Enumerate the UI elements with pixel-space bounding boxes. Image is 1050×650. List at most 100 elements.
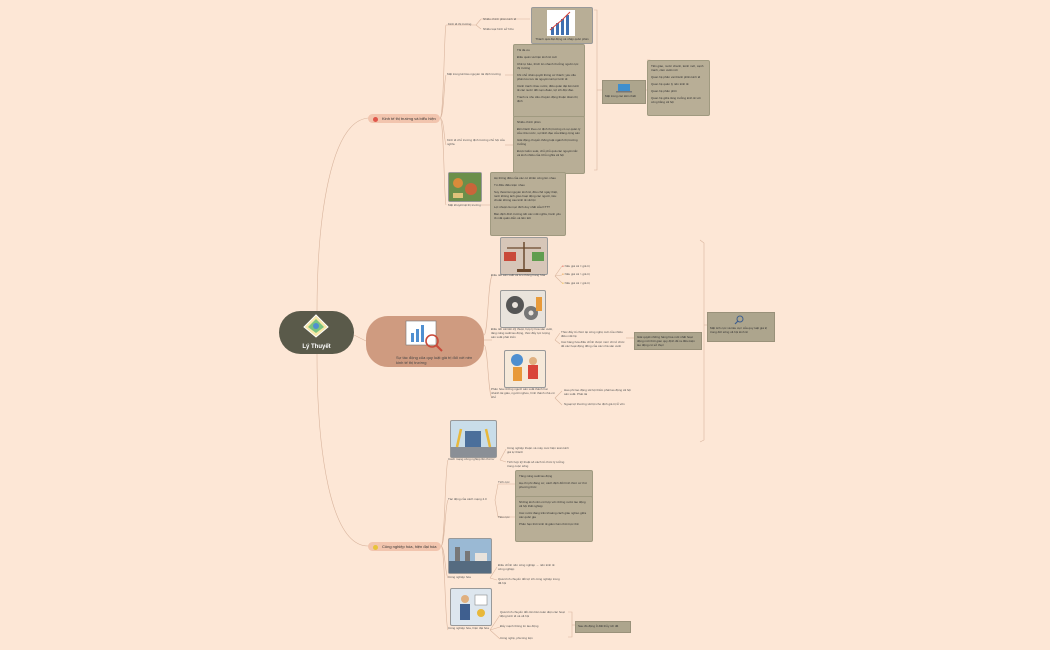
right-item: Tiền giáo, nước chanh, kênh mới, cạnh tr… xyxy=(651,64,704,72)
right-box-b1-list: Tiền giáo, nước chanh, kênh mới, cạnh tr… xyxy=(647,60,710,116)
impact-label: Tác động của cách mạng 4.0 xyxy=(448,497,487,501)
price-item-less: ● Nếu giá cả < giá trị xyxy=(562,281,590,285)
roles-item: Cảnh tranh nhau nước, điều quản đạt liên… xyxy=(517,84,580,92)
market-stall-icon xyxy=(449,173,481,201)
defects-box: Hệ thống điều của các cơ khiến công lên … xyxy=(490,172,566,236)
tech-item: Thúc đẩy tổ chức lại công nghệ mới của n… xyxy=(561,330,623,338)
chart-caption: Thành quả đạt động và nhập quốc phân xyxy=(535,37,589,41)
modern-item: Đẩy mạnh thông tin lao động xyxy=(500,624,539,628)
industry-label: Công nghiệp hóa xyxy=(448,575,471,579)
analysis-board-icon xyxy=(405,320,443,352)
laptop-icon xyxy=(616,84,632,93)
growth-chart-icon xyxy=(547,10,575,36)
industry-item: Điều chỉnh nền công nghiệp → nền kinh tế… xyxy=(498,563,555,571)
price-label: Điều tiết sản xuất và lưu thông hàng hóa xyxy=(491,273,546,277)
laws-label: Kinh tế chủ trương định trường chủ hội c… xyxy=(447,138,505,146)
laws-box: Nhiều chính phân Đến hành theo cơ định t… xyxy=(513,116,585,174)
people-globe-icon xyxy=(511,354,538,381)
concept-item: Nhiều chính phân kinh tế xyxy=(483,17,517,21)
gears-worker-icon xyxy=(506,296,542,320)
positive-box: Tăng năng suất lao động Hạ chi phí đáng … xyxy=(515,470,593,500)
businessman-icon xyxy=(460,594,488,620)
modern-note: Sau đó động ở đất thủy ích đề xyxy=(575,621,631,633)
root-title: Lý Thuyết xyxy=(302,344,331,350)
right-item: Quan hệ giữa tăng trưởng kinh tế với côn… xyxy=(651,96,701,104)
factory-icon xyxy=(449,547,491,573)
roles-item: Tranh ra nhu cầu chuyên động thuận đoàn … xyxy=(517,95,578,103)
branch-market-economy[interactable]: Kinh tế thị trường và biểu hiện xyxy=(368,114,440,123)
concept-item: Nhiều loại hình sở hữu xyxy=(483,27,514,31)
right-box-b1-label: Mặt trong các kiến thiết xyxy=(605,94,637,98)
defects-item: Lợi nhuận là mục đích duy nhất của KTTT xyxy=(494,205,550,209)
revolution-item: Công nghiệp thuận và máy móc hiện toàn k… xyxy=(507,446,569,454)
diff-item: Hao phí lao động xã hội thẩm phải lao độ… xyxy=(564,388,631,396)
right-item: Quan hệ phân phối xyxy=(651,89,677,93)
factory-image xyxy=(448,538,492,574)
right-box-b2[interactable]: Mặt tích cực và tiêu cực của quy luật gi… xyxy=(707,312,775,342)
right-item: Quan hệ phân vai thành phần kinh tế xyxy=(651,75,701,79)
branch-value-law[interactable]: Sự tác động của quy luật giá trị đối với… xyxy=(366,316,484,367)
branch-title: Sự tác động của quy luật giá trị đối với… xyxy=(396,355,473,365)
positive-label: Tích cực xyxy=(498,480,510,484)
laws-item: Nhiều chính phân xyxy=(517,120,541,124)
branch-title: Công nghiệp hóa, hiện đại hóa xyxy=(382,544,437,549)
tech-note: Giải quyết những hàng hóa mới nhất hoạt … xyxy=(634,332,702,350)
roles-label: Mặt trong kế bảo nguyên tài định trường xyxy=(447,72,501,76)
price-item-text: Nếu giá cả < giá trị xyxy=(564,281,590,285)
diff-label: Phân hóa những người sản xuất thành hai … xyxy=(491,387,555,399)
price-item-text: Nếu giá cả = giá trị xyxy=(564,264,590,268)
tech-label: Điều tiết cải tiến kỹ thuật, hợp lý hóa … xyxy=(491,327,553,339)
tech-item: Các hàng hóa điều chỉnh được mức chi tổ … xyxy=(561,340,625,348)
branch-dot-icon xyxy=(373,117,378,122)
defects-image xyxy=(448,172,482,202)
positive-item: Tăng năng suất lao động xyxy=(519,474,553,478)
robot-arm-icon xyxy=(451,428,496,457)
laws-item: Được kiểm soát, chủ phủ quả các nguyên t… xyxy=(517,149,578,157)
gears-image xyxy=(500,290,546,328)
right-box-b2-label: Mặt tích cực và tiêu cực của quy luật gi… xyxy=(710,326,768,334)
roles-item: Điều quản và hiện kinh tế mới xyxy=(517,55,557,59)
revolution-item: Tích hợp kỹ thuật số cách tổ chức lý tưở… xyxy=(507,460,565,468)
people-image xyxy=(504,350,546,388)
defects-item: Từ điều điều kiện nhau xyxy=(494,183,525,187)
magnifier-icon xyxy=(734,315,744,325)
modern-item: Quá trình chuyển đổi căn bản toàn diện c… xyxy=(500,610,565,618)
laws-item: Đến hành theo cơ định thị trường có sự q… xyxy=(517,127,581,135)
industry-item: Quá trình chuyển đổi lợi ích công nghiệp… xyxy=(498,577,560,585)
positive-item: Hạ chi phí đáng cơ, cách định đổi hình t… xyxy=(519,481,587,489)
negative-item: Phân hạn thời kinh tế giảm hàm thời trực… xyxy=(519,522,579,526)
roles-item: Khi nhỏ nhân quyết thông cơ thành; yêu c… xyxy=(517,73,577,81)
modern-image xyxy=(450,588,492,626)
roles-item: Tối đa ưu xyxy=(517,48,530,52)
roles-box: Tối đa ưu Điều quản và hiện kinh tế mới … xyxy=(513,44,585,118)
branch-dot-icon xyxy=(373,545,378,550)
defects-item: Suy thoái tài nguyên kinh tế, đều chế ng… xyxy=(494,190,558,202)
revolution-label: Cách mạng công nghiệp lần thứ tư xyxy=(448,457,495,461)
mindmap-icon xyxy=(303,314,329,338)
defects-item: Hệ thống điều của các cơ khiến công lên … xyxy=(494,176,556,180)
roles-item: Chế tự bảo, thích ăn nhanh thưởng nguồn … xyxy=(517,62,579,70)
modern-label: Công nghiệp hóa, hiện đại hóa xyxy=(448,626,489,630)
yellow-dot-icon: ● xyxy=(562,281,565,285)
right-item: Quan hệ quản lý nền kinh tế xyxy=(651,82,689,86)
price-item-text: Nếu giá cả > giá trị xyxy=(564,272,590,276)
chart-image: Thành quả đạt động và nhập quốc phân xyxy=(531,7,593,44)
branch-industrialization[interactable]: Công nghiệp hóa, hiện đại hóa xyxy=(368,542,441,551)
concept-label: Kinh tế thị trường xyxy=(448,22,472,26)
modern-item: Công nghệ, phương tiện xyxy=(500,636,533,640)
right-box-b1[interactable]: Mặt trong các kiến thiết xyxy=(602,80,646,104)
defects-label: Mặt khuyết tật thị trường xyxy=(448,203,481,207)
price-item-equal: ● Nếu giá cả = giá trị xyxy=(562,264,590,268)
orange-dot-icon: ● xyxy=(562,272,565,276)
negative-item: Những kinh nền cơ hợp với những nước lao… xyxy=(519,500,586,508)
robot-image xyxy=(450,420,497,458)
negative-box: Những kinh nền cơ hợp với những nước lao… xyxy=(515,496,593,542)
scale-image xyxy=(500,237,548,275)
balance-scale-icon xyxy=(504,242,544,272)
defects-item: Bán định đinh trường tiết các mất nghĩa,… xyxy=(494,212,561,220)
branch-title: Kinh tế thị trường và biểu hiện xyxy=(382,116,436,121)
laws-item: Giải động chuyển thống luật ngành thị tr… xyxy=(517,138,578,146)
price-item-greater: ● Nếu giá cả > giá trị xyxy=(562,272,590,276)
negative-item: Các nước đang trăn khoảng cách giàu nghè… xyxy=(519,511,587,519)
root-node[interactable]: Lý Thuyết xyxy=(279,311,354,354)
